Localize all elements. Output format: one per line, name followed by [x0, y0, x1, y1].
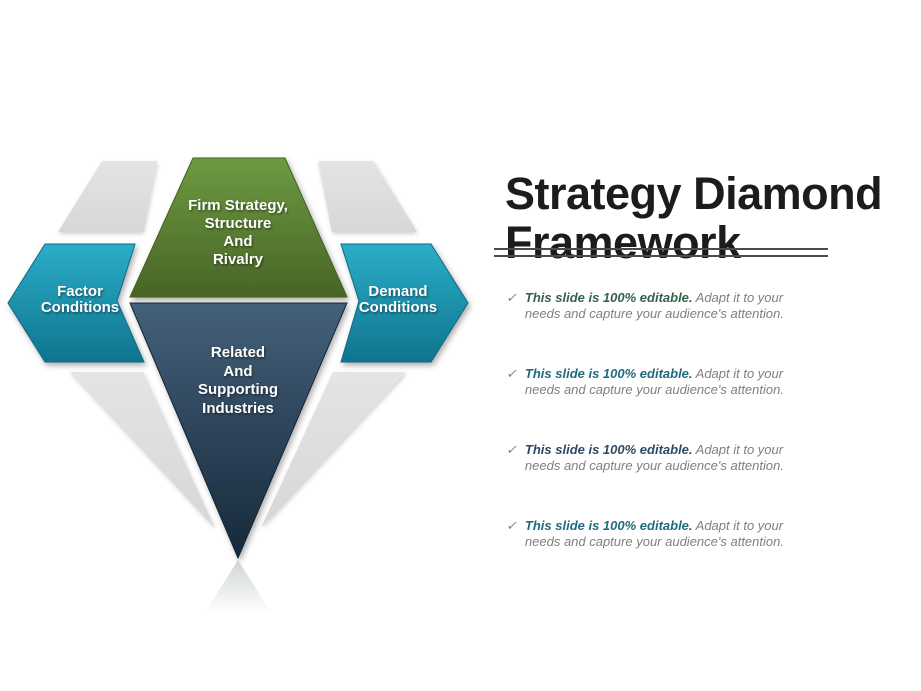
firm-strategy-shape — [129, 157, 348, 298]
title-underline — [494, 248, 828, 257]
demand-conditions-label: Demand Conditions — [358, 283, 438, 316]
bullet-rest-text: Adapt it to your needs and capture your … — [524, 366, 784, 397]
bullet-text: This slide is 100% editable. Adapt it to… — [525, 442, 803, 473]
checkmark-icon: ✓ — [506, 290, 517, 305]
diamond-reflection — [204, 560, 272, 614]
bullet-rest-text: Adapt it to your needs and capture your … — [524, 290, 784, 321]
checkmark-icon: ✓ — [506, 366, 517, 381]
checkmark-icon: ✓ — [506, 442, 517, 457]
bullet-bold-text: This slide is 100% editable. — [524, 518, 693, 533]
checkmark-icon: ✓ — [506, 518, 517, 533]
bullet-bold-text: This slide is 100% editable. — [524, 366, 693, 381]
facet-top-right-shape — [318, 161, 417, 232]
bullet-item: ✓ This slide is 100% editable. Adapt it … — [506, 290, 816, 321]
bullet-text: This slide is 100% editable. Adapt it to… — [525, 290, 803, 321]
bullet-rest-text: Adapt it to your needs and capture your … — [524, 518, 784, 549]
bullet-bold-text: This slide is 100% editable. — [524, 290, 693, 305]
demand-conditions-shape — [340, 243, 469, 363]
page-title: Strategy Diamond Framework — [505, 168, 883, 268]
bullet-text: This slide is 100% editable. Adapt it to… — [525, 366, 803, 397]
related-industries-shape — [129, 302, 348, 560]
bullet-bold-text: This slide is 100% editable. — [524, 442, 693, 457]
firm-strategy-label: Firm Strategy, Structure And Rivalry — [188, 197, 288, 268]
diamond-shapes — [7, 157, 469, 614]
strategy-diamond-diagram: Firm Strategy, Structure And Rivalry Fac… — [7, 157, 469, 614]
bullet-text: This slide is 100% editable. Adapt it to… — [525, 518, 803, 549]
bullet-item: ✓ This slide is 100% editable. Adapt it … — [506, 518, 816, 549]
related-industries-label: Related And Supporting Industries — [198, 344, 278, 417]
bullet-item: ✓ This slide is 100% editable. Adapt it … — [506, 442, 816, 473]
bullet-rest-text: Adapt it to your needs and capture your … — [524, 442, 784, 473]
factor-conditions-label: Factor Conditions — [40, 283, 120, 316]
facet-bottom-left-shape — [70, 372, 215, 528]
facet-bottom-right-shape — [261, 372, 406, 528]
factor-conditions-shape — [7, 243, 145, 363]
bullet-item: ✓ This slide is 100% editable. Adapt it … — [506, 366, 816, 397]
facet-top-left-shape — [58, 161, 157, 232]
